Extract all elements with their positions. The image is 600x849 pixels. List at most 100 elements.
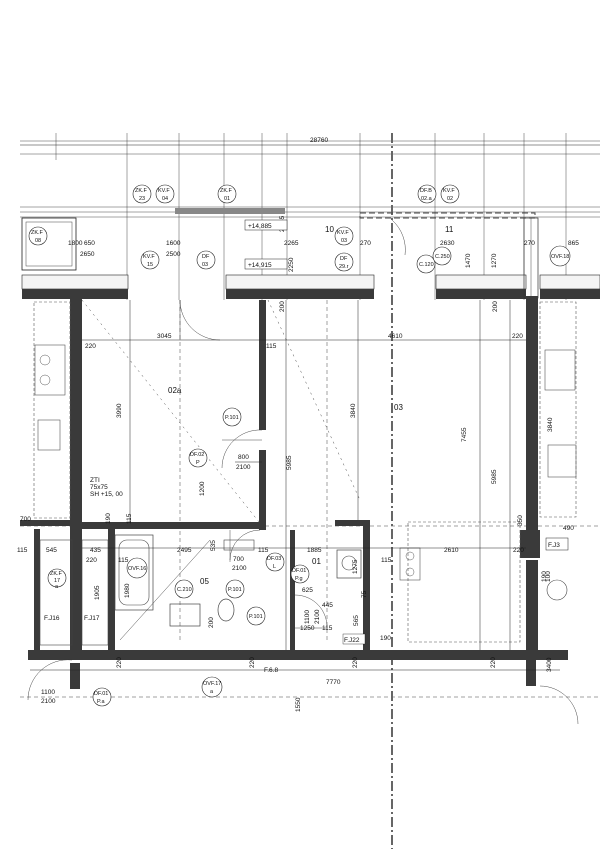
svg-text:KV.F: KV.F [443,188,455,194]
tag-df02-p: DF.02 P [188,448,208,468]
tag-c210: C.210 [174,579,194,599]
room-01: 01 [312,557,321,566]
dim-220-e: 220 [116,657,123,668]
label-fj16: F.J16 [44,615,60,622]
svg-text:C.250: C.250 [435,254,450,260]
dim-1885: 1885 [307,547,322,554]
dim-4610: 4610 [388,333,403,340]
dim-1550: 1550 [295,697,302,712]
dim-220-g: 220 [352,657,359,668]
svg-text:P.g: P.g [295,576,303,582]
tag-kvf-15: KV.F 15 [140,250,160,270]
svg-text:03: 03 [202,262,208,268]
dim-200-b: 200 [492,301,499,312]
tag-df03-l: DF.03 L [265,552,285,572]
svg-text:DF.02: DF.02 [190,452,204,458]
dim-1270: 1270 [491,253,498,268]
svg-text:02: 02 [447,196,453,202]
dim-2100-b: 2100 [232,565,247,572]
tag-kvf-02: KV.F 02 [440,184,460,204]
dim-1100-a: 1100 [304,610,311,624]
tag-kvf-03: KV.F 03 [334,226,354,246]
dim-2495: 2495 [177,547,192,554]
dim-115-g: 115 [17,547,28,554]
dim-1470: 1470 [465,253,472,268]
walls [20,296,568,689]
dim-200-a: 200 [279,301,286,312]
dimension-labels: 1800 650 2650 1600 2500 2265 270 2630 27… [17,215,579,712]
dim-220-b: 220 [512,333,523,340]
dim-350: 350 [517,515,524,526]
dim-2650: 2650 [80,251,95,258]
dim-270-b: 270 [524,240,535,247]
dim-1600: 1600 [166,240,181,247]
svg-text:08: 08 [35,238,41,244]
room-labels: 02a 03 05 01 10 11 [168,225,454,586]
svg-text:03: 03 [341,238,347,244]
furniture [33,299,577,646]
grid-lines [20,133,600,849]
svg-text:OVF.16: OVF.16 [128,566,146,572]
label-fj22: F.J22 [344,637,360,644]
zti-label: ZTI [90,477,100,484]
dim-565: 565 [353,615,360,626]
dim-115-a: 115 [266,343,277,350]
dim-865: 865 [568,240,579,247]
dim-7455: 7455 [461,427,468,442]
svg-text:ZK.F: ZK.F [220,188,233,194]
doors [27,299,579,725]
svg-text:ZK.F: ZK.F [135,188,148,194]
tag-ovf-18: OVF.18 [549,245,571,267]
tag-zkf-23: ZK.F 23 [132,184,152,204]
tag-kvf-04: KV.F 04 [155,184,175,204]
dim-115-d: 115 [258,547,269,554]
dim-625: 625 [302,587,313,594]
dim-5985-b: 5985 [491,469,498,484]
svg-text:P.101: P.101 [249,614,263,620]
level-14885: +14,885 [248,223,272,230]
dim-75: 75 [361,590,368,598]
level-14915: +14,915 [248,262,272,269]
dim-3840-b: 3840 [547,417,554,432]
svg-text:P.101: P.101 [225,415,239,421]
dim-535: 535 [210,540,217,551]
dim-2100-a: 2100 [236,464,251,471]
zti-size: 75x75 [90,484,108,491]
dim-2610: 2610 [444,547,459,554]
dim-2630: 2630 [440,240,455,247]
svg-text:17: 17 [54,578,60,584]
zti-height: SH +15, 00 [90,491,123,498]
tag-dfb-02a: DF.B 02.a [417,184,437,204]
room-05: 05 [200,577,209,586]
tag-p101-b: P.101 [225,579,245,599]
dim-190-a: 190 [380,635,391,642]
dim-1200: 1200 [199,481,206,496]
dim-115-e: 115 [381,557,392,564]
label-fj3: F.J3 [548,542,560,549]
svg-text:ZK.F: ZK.F [31,230,44,236]
tag-zkf-08: ZK.F 08 [28,226,48,246]
tag-c250: C.250 [432,246,452,266]
tag-df01-pa: DF.01 P.a [92,687,112,707]
svg-text:C.120: C.120 [419,262,434,268]
north-facade [21,208,600,299]
svg-text:ZK.F: ZK.F [50,571,63,577]
svg-text:23: 23 [139,196,145,202]
svg-text:a: a [55,584,59,590]
tag-zkf-17a: ZK.F 17 a [47,568,67,590]
svg-text:01: 01 [224,196,230,202]
dim-1100-b: 1100 [41,689,55,696]
dim-2265: 2265 [284,240,299,247]
svg-text:a: a [210,689,214,695]
fire-labels: F.J16 F.J17 F.J22 F.J3 F.6.8 [44,537,569,674]
dim-3045: 3045 [157,333,172,340]
svg-text:C.210: C.210 [177,587,192,593]
svg-text:15: 15 [147,262,153,268]
dim-115-f: 115 [322,625,333,632]
dim-490: 490 [563,525,574,532]
tag-p101-c: P.101 [246,606,266,626]
tag-ovf-17a: OVF.17 a [201,676,223,698]
label-fj17: F.J17 [84,615,100,622]
svg-text:KV.F: KV.F [143,254,155,260]
